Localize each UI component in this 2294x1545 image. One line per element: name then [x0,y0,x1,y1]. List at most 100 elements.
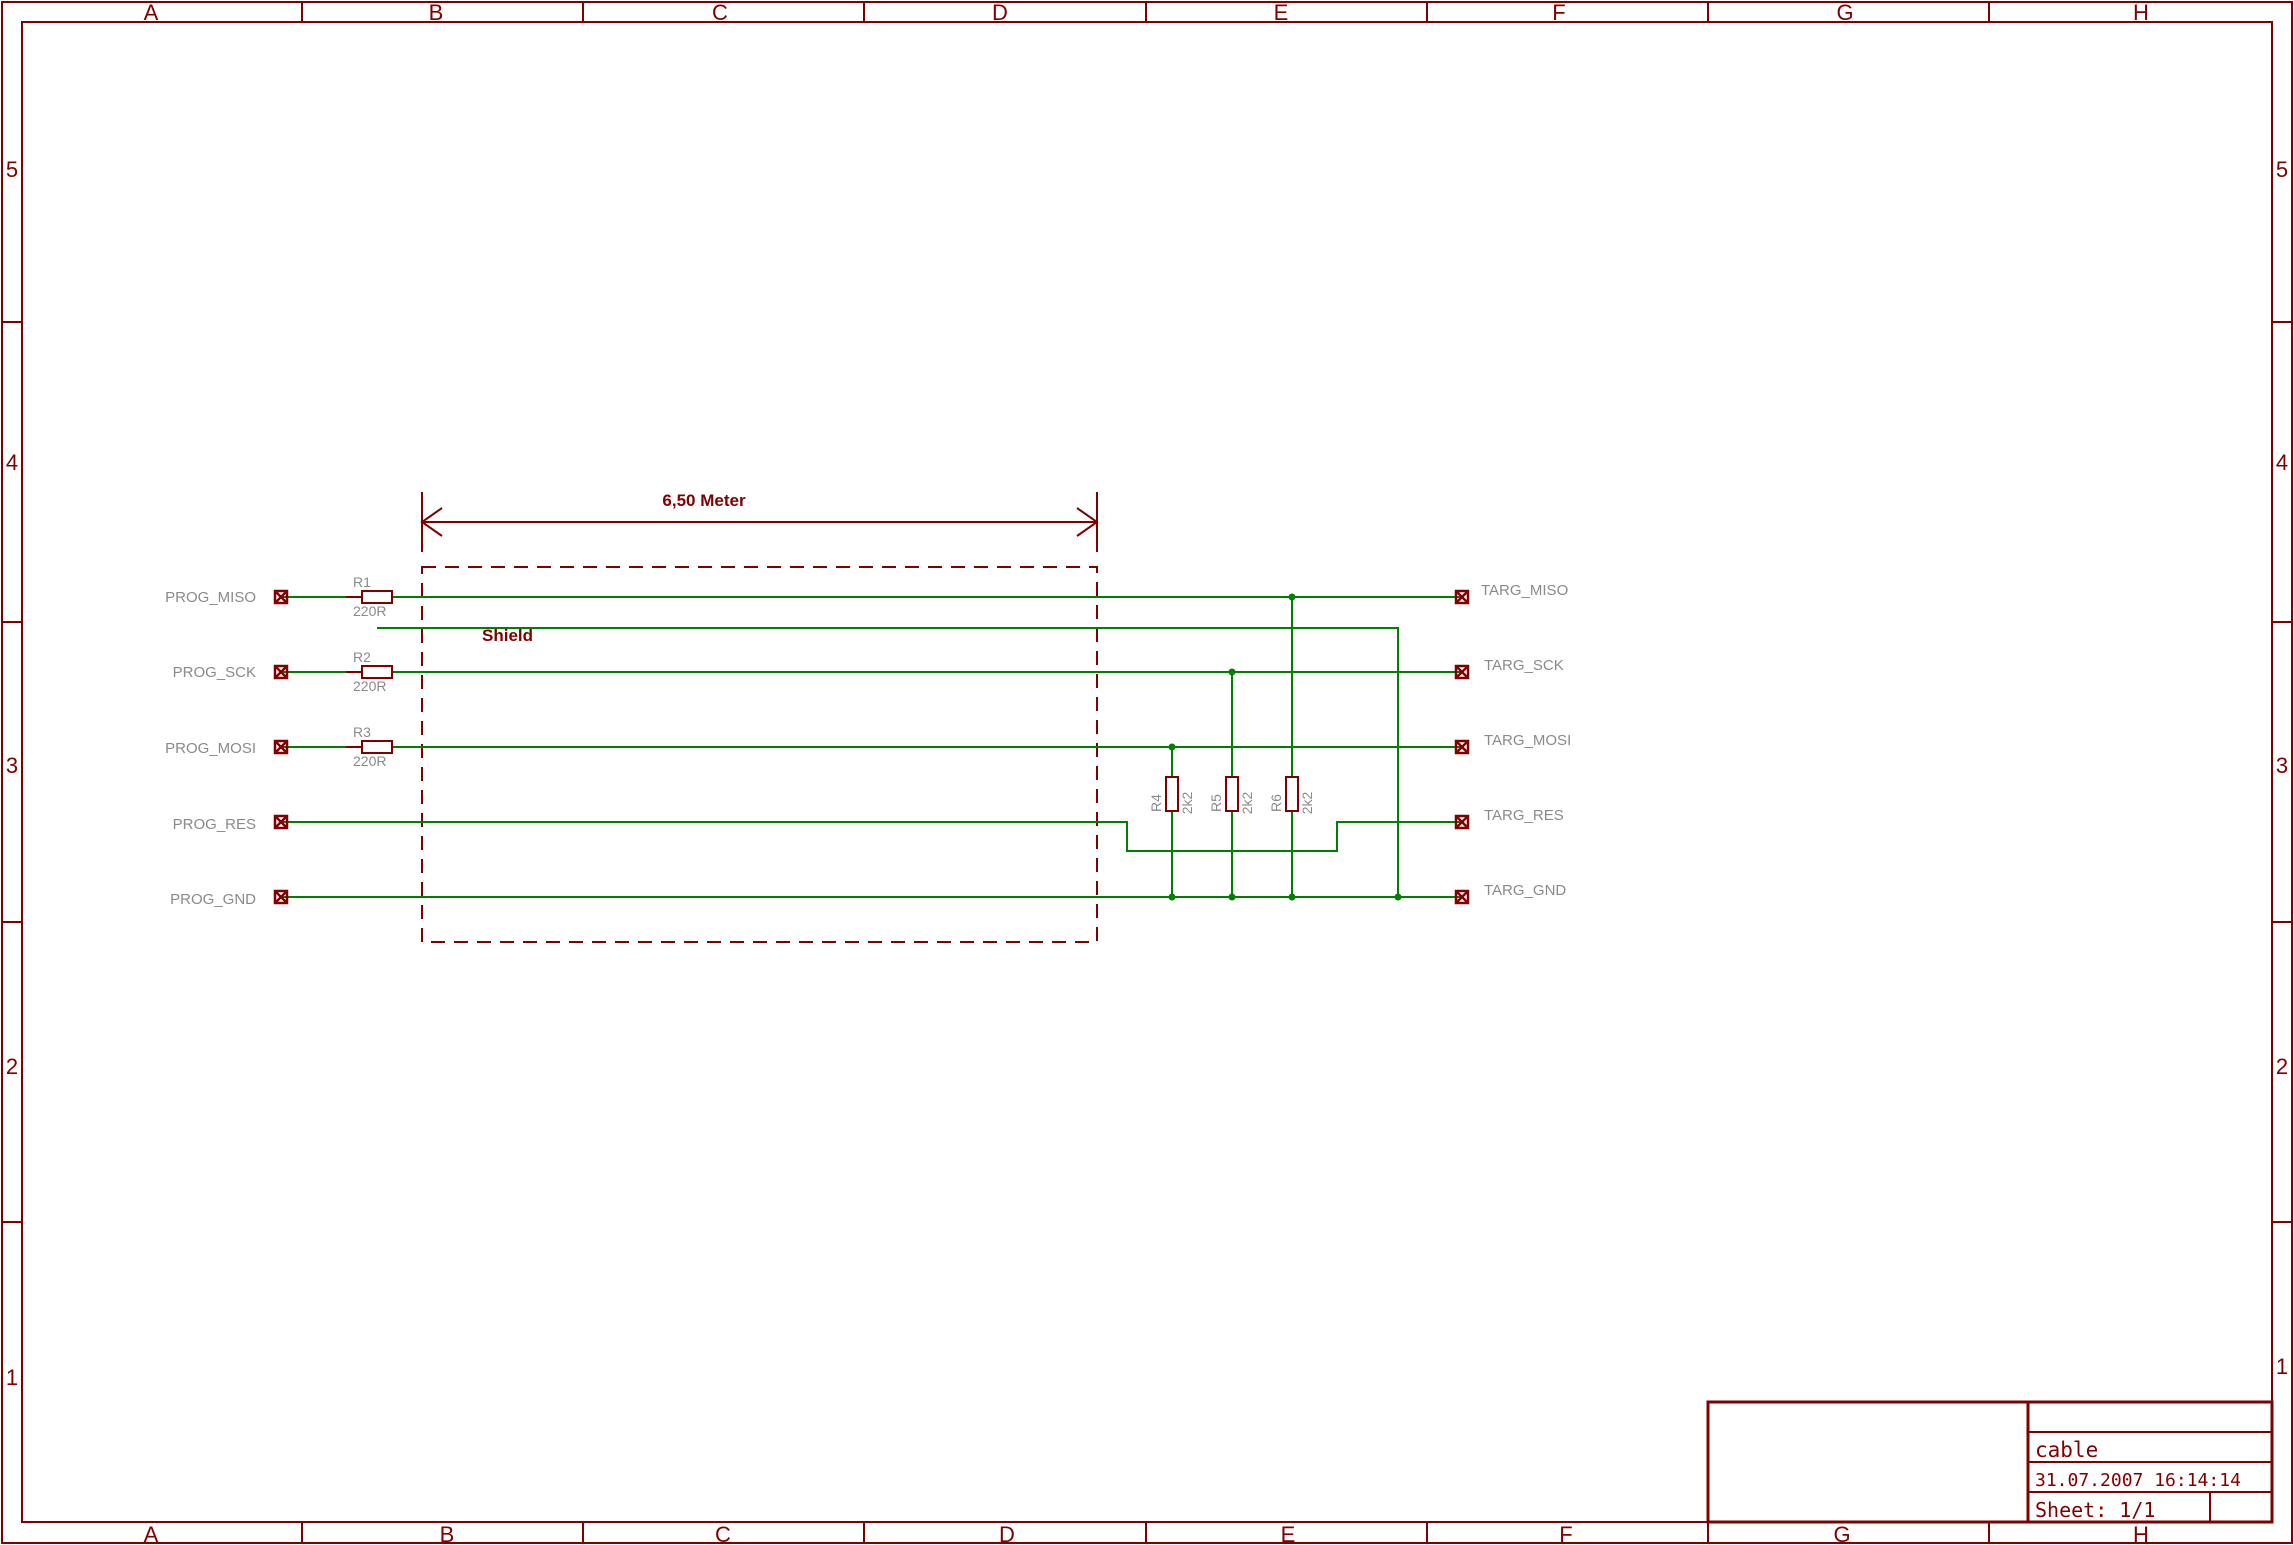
col-label-c-top: C [712,0,728,25]
pin-marker-cross [274,590,288,604]
col-label-d-bottom: D [999,1522,1015,1545]
nets [281,596,1462,898]
pin-marker-cross [1455,590,1469,604]
shield-label: Shield [482,626,533,645]
pin-label-prog-gnd: PROG_GND [170,891,256,908]
pin-marker-box [1454,814,1470,830]
targ-pin-marker [1454,889,1470,905]
resistor-r3-body [361,740,393,754]
resistor-r2-body [361,665,393,679]
prog-pin-marker [273,814,289,830]
pin-label-prog-sck: PROG_SCK [173,664,256,681]
targ-pin-marker [1454,739,1470,755]
col-label-g-top: G [1836,0,1853,25]
column-labels-top: A B C D E F G H [144,0,2149,25]
resistor-r1-body [361,590,393,604]
pin-label-prog-mosi: PROG_MOSI [165,740,256,757]
title-block-text: cable 31.07.2007 16:14:14 Sheet: 1/1 [2035,1438,2241,1522]
pin-marker-cross [1455,740,1469,754]
col-label-b-bottom: B [440,1522,455,1545]
dimension-label: 6,50 Meter [662,491,746,510]
pin-marker-cross [274,665,288,679]
row-label-3-left: 3 [6,753,18,778]
series-resistor-labels: R1 220R R2 220R R3 220R [353,574,386,769]
pin-marker-box [273,589,289,605]
pin-marker-box [1454,664,1470,680]
col-label-h-top: H [2133,0,2149,25]
cable-length-dimension [420,492,1099,552]
col-label-d-top: D [992,0,1008,25]
pin-marker-cross [274,815,288,829]
junction-dot [1288,593,1296,601]
resistor-r1-name: R1 [353,574,371,590]
row-label-4-left: 4 [6,450,18,475]
row-label-1-right: 1 [2276,1354,2288,1379]
resistor-r5-value: 2k2 [1239,792,1255,815]
row-label-3-right: 3 [2276,753,2288,778]
dimension-arrow-right [1076,507,1099,537]
resistor-r2-value: 220R [353,678,386,694]
col-label-b-top: B [429,0,444,25]
resistor-r6-body [1285,776,1299,812]
col-label-e-top: E [1274,0,1289,25]
pin-marker-box [273,814,289,830]
net-res [281,821,1462,852]
pin-marker-cross [1455,815,1469,829]
col-label-f-bottom: F [1559,1522,1572,1545]
row-label-5-right: 5 [2276,157,2288,182]
net-shield [377,627,1399,897]
col-label-f-top: F [1552,0,1565,25]
col-label-c-bottom: C [715,1522,731,1545]
prog-pin-labels: PROG_MISO PROG_SCK PROG_MOSI PROG_RES PR… [165,589,256,908]
resistor-r3-value: 220R [353,753,386,769]
resistor-r4-name: R4 [1148,794,1164,812]
pin-marker-cross [274,890,288,904]
resistor-r4-body [1165,776,1179,812]
junction-dot [1288,893,1296,901]
junction-dot [1228,893,1236,901]
targ-pin-marker [1454,664,1470,680]
pin-label-prog-miso: PROG_MISO [165,589,256,606]
title-block-name: cable [2035,1438,2098,1462]
resistor-r6-name: R6 [1268,794,1284,812]
pin-label-prog-res: PROG_RES [173,816,256,833]
resistor-r1-value: 220R [353,603,386,619]
pull-resistor-labels: R4 2k2 R5 2k2 R6 2k2 [1148,792,1315,815]
resistor-r5-name: R5 [1208,794,1224,812]
pin-marker-box [273,739,289,755]
col-label-a-top: A [144,0,159,25]
pin-marker-cross [1455,665,1469,679]
pull-resistors [1165,776,1299,812]
series-resistor-leads [346,596,362,748]
pin-label-targ-sck: TARG_SCK [1484,657,1564,674]
row-label-2-right: 2 [2276,1054,2288,1079]
pin-marker-cross [1455,890,1469,904]
pin-markers [273,589,1470,905]
prog-pin-marker [273,664,289,680]
pin-label-targ-gnd: TARG_GND [1484,882,1566,899]
pin-marker-cross [274,740,288,754]
prog-pin-marker [273,739,289,755]
row-label-1-left: 1 [6,1365,18,1390]
resistor-r3-name: R3 [353,724,371,740]
title-block-date: 31.07.2007 16:14:14 [2035,1470,2241,1491]
junction-dot [1168,893,1176,901]
dimension-arrow-left [420,507,443,537]
frame-inner [21,21,2273,1523]
prog-pin-marker [273,889,289,905]
junction-dot [1168,743,1176,751]
col-label-e-bottom: E [1281,1522,1296,1545]
title-block [1706,1400,2274,1524]
resistor-r2-name: R2 [353,649,371,665]
row-label-2-left: 2 [6,1054,18,1079]
resistor-r4-value: 2k2 [1179,792,1195,815]
row-label-5-left: 5 [6,157,18,182]
resistor-r5-body [1225,776,1239,812]
targ-pin-marker [1454,814,1470,830]
col-label-a-bottom: A [144,1522,159,1545]
pin-marker-box [273,664,289,680]
